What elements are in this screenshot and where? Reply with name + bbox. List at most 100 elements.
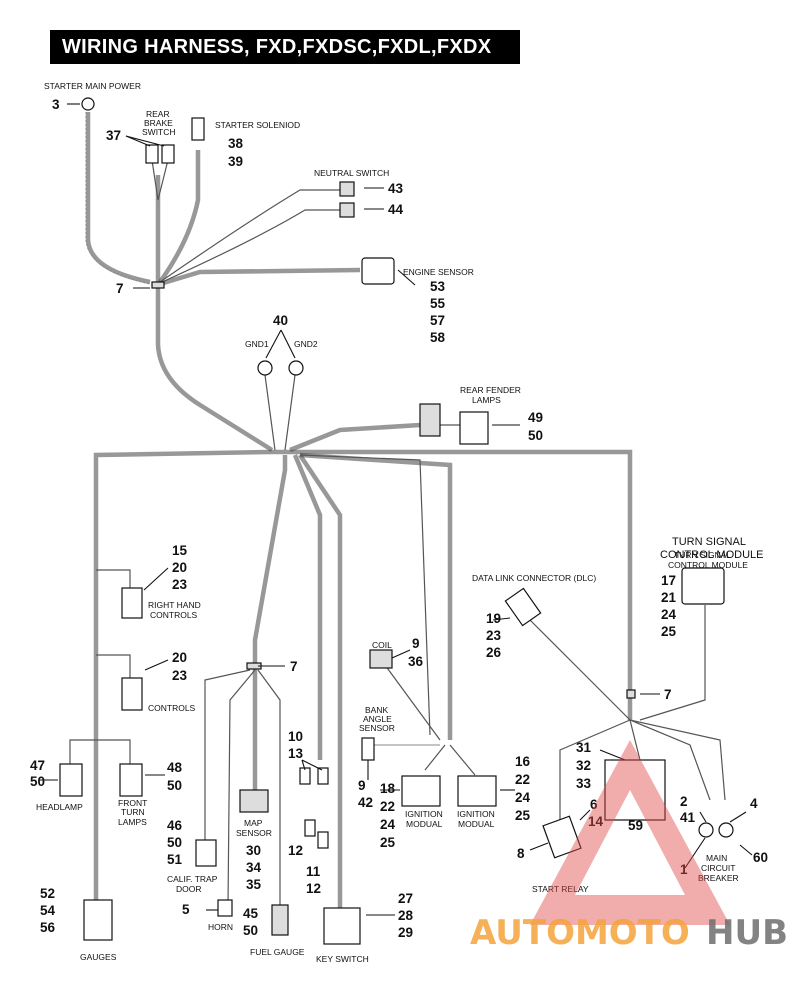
label-turn-signal-small-1: TURN SIGNAL xyxy=(674,550,731,560)
label-neutral-switch: NEUTRAL SWITCH xyxy=(314,168,389,178)
main-breaker-terminal-b xyxy=(718,822,734,838)
callout-54: 54 xyxy=(40,903,56,918)
callout-22-b: 22 xyxy=(380,799,395,814)
callout-41: 41 xyxy=(680,810,696,825)
callout-57: 57 xyxy=(430,313,445,328)
callout-7-map: 7 xyxy=(290,659,298,674)
callout-25-ign: 25 xyxy=(515,808,531,823)
callout-53: 53 xyxy=(430,279,446,294)
callout-55: 55 xyxy=(430,296,446,311)
label-rear-brake-2: BRAKE xyxy=(144,118,173,128)
label-bank-angle-3: SENSOR xyxy=(359,723,395,733)
watermark-logo: AUTOMOTO HUB xyxy=(470,740,788,953)
callout-7-dlc: 7 xyxy=(664,687,672,702)
callout-23-rh: 23 xyxy=(172,577,188,592)
rear-fender-connector-b xyxy=(459,411,489,445)
watermark-text-automoto: AUTOMOTO xyxy=(470,913,690,953)
callout-24-ign: 24 xyxy=(515,790,531,805)
callout-59: 59 xyxy=(628,818,643,833)
callout-9-coil: 9 xyxy=(412,636,420,651)
callout-30: 30 xyxy=(246,843,261,858)
callout-5: 5 xyxy=(182,902,190,917)
callout-52: 52 xyxy=(40,886,55,901)
callout-24-tsm: 24 xyxy=(661,607,677,622)
label-starter-solenoid: STARTER SOLENIOD xyxy=(215,120,300,130)
callout-38: 38 xyxy=(228,136,244,151)
callout-58: 58 xyxy=(430,330,446,345)
label-main-breaker-2: CIRCUIT xyxy=(701,863,735,873)
callout-21: 21 xyxy=(661,590,677,605)
callout-50-fuel: 50 xyxy=(243,923,258,938)
callout-50-head: 50 xyxy=(30,774,45,789)
label-coil: COIL xyxy=(372,640,392,650)
label-turn-signal-main-2: CONTROL MODULE xyxy=(660,549,764,561)
rear-brake-connector-a xyxy=(145,144,159,164)
label-controls: CONTROLS xyxy=(148,703,196,713)
callout-14: 14 xyxy=(588,814,604,829)
callout-19: 19 xyxy=(486,611,501,626)
main-breaker-terminal-a xyxy=(698,822,714,838)
callout-20-ctrl: 20 xyxy=(172,650,187,665)
label-front-turn-1: FRONT xyxy=(118,798,147,808)
label-right-hand-1: RIGHT HAND xyxy=(148,600,201,610)
gnd2-terminal xyxy=(288,360,304,376)
label-rear-fender-1: REAR FENDER xyxy=(460,385,521,395)
text-labels: STARTER MAIN POWER REAR BRAKE SWITCH STA… xyxy=(36,81,764,964)
rear-fender-connector-a xyxy=(419,403,441,437)
callout-56: 56 xyxy=(40,920,56,935)
callout-12-b: 12 xyxy=(306,881,321,896)
callout-34: 34 xyxy=(246,860,262,875)
callout-32: 32 xyxy=(576,758,591,773)
callout-43: 43 xyxy=(388,181,404,196)
connector-10 xyxy=(299,767,311,785)
callout-24-b: 24 xyxy=(380,817,396,832)
label-starter-main-power: STARTER MAIN POWER xyxy=(44,81,141,91)
front-turn-connector xyxy=(119,763,143,797)
label-ignition-b-2: MODUAL xyxy=(458,819,495,829)
callout-8: 8 xyxy=(517,846,525,861)
callout-1: 1 xyxy=(680,862,688,877)
connector-11 xyxy=(317,831,329,849)
callout-20-rh: 20 xyxy=(172,560,187,575)
label-engine-sensor: ENGINE SENSOR xyxy=(403,267,474,277)
callout-42: 42 xyxy=(358,795,373,810)
label-horn: HORN xyxy=(208,922,233,932)
callout-50-calif: 50 xyxy=(167,835,182,850)
callout-13: 13 xyxy=(288,746,304,761)
label-turn-signal-small-2: CONTROL MODULE xyxy=(668,560,748,570)
headlamp-connector xyxy=(59,763,83,797)
label-front-turn-2: TURN xyxy=(121,807,145,817)
callout-28: 28 xyxy=(398,908,414,923)
label-turn-signal-main-1: TURN SIGNAL xyxy=(672,536,746,548)
callout-31: 31 xyxy=(576,740,592,755)
callout-46: 46 xyxy=(167,818,183,833)
label-key-switch: KEY SWITCH xyxy=(316,954,369,964)
label-rear-brake-3: SWITCH xyxy=(142,127,176,137)
callout-40: 40 xyxy=(273,313,288,328)
callout-27: 27 xyxy=(398,891,413,906)
label-front-turn-3: LAMPS xyxy=(118,817,147,827)
label-map-sensor-1: MAP xyxy=(244,818,263,828)
label-rear-fender-2: LAMPS xyxy=(472,395,501,405)
start-relay xyxy=(542,815,582,859)
callout-25-tsm: 25 xyxy=(661,624,677,639)
neutral-connector-b xyxy=(339,202,355,218)
gnd1-terminal xyxy=(257,360,273,376)
engine-sensor-connector xyxy=(361,257,395,285)
callout-18: 18 xyxy=(380,781,396,796)
label-map-sensor-2: SENSOR xyxy=(236,828,272,838)
callout-49: 49 xyxy=(528,410,543,425)
key-switch xyxy=(323,907,361,945)
callout-22-ign: 22 xyxy=(515,772,530,787)
rear-brake-connector-b xyxy=(161,144,175,164)
callout-37: 37 xyxy=(106,128,121,143)
ignition-modual-b xyxy=(457,775,497,807)
callout-50-turn: 50 xyxy=(167,778,182,793)
connector-13 xyxy=(317,767,329,785)
watermark-triangle-icon xyxy=(530,740,730,925)
callout-23-dlc: 23 xyxy=(486,628,502,643)
ignition-modual-a xyxy=(401,775,441,807)
callout-9-bank: 9 xyxy=(358,778,366,793)
